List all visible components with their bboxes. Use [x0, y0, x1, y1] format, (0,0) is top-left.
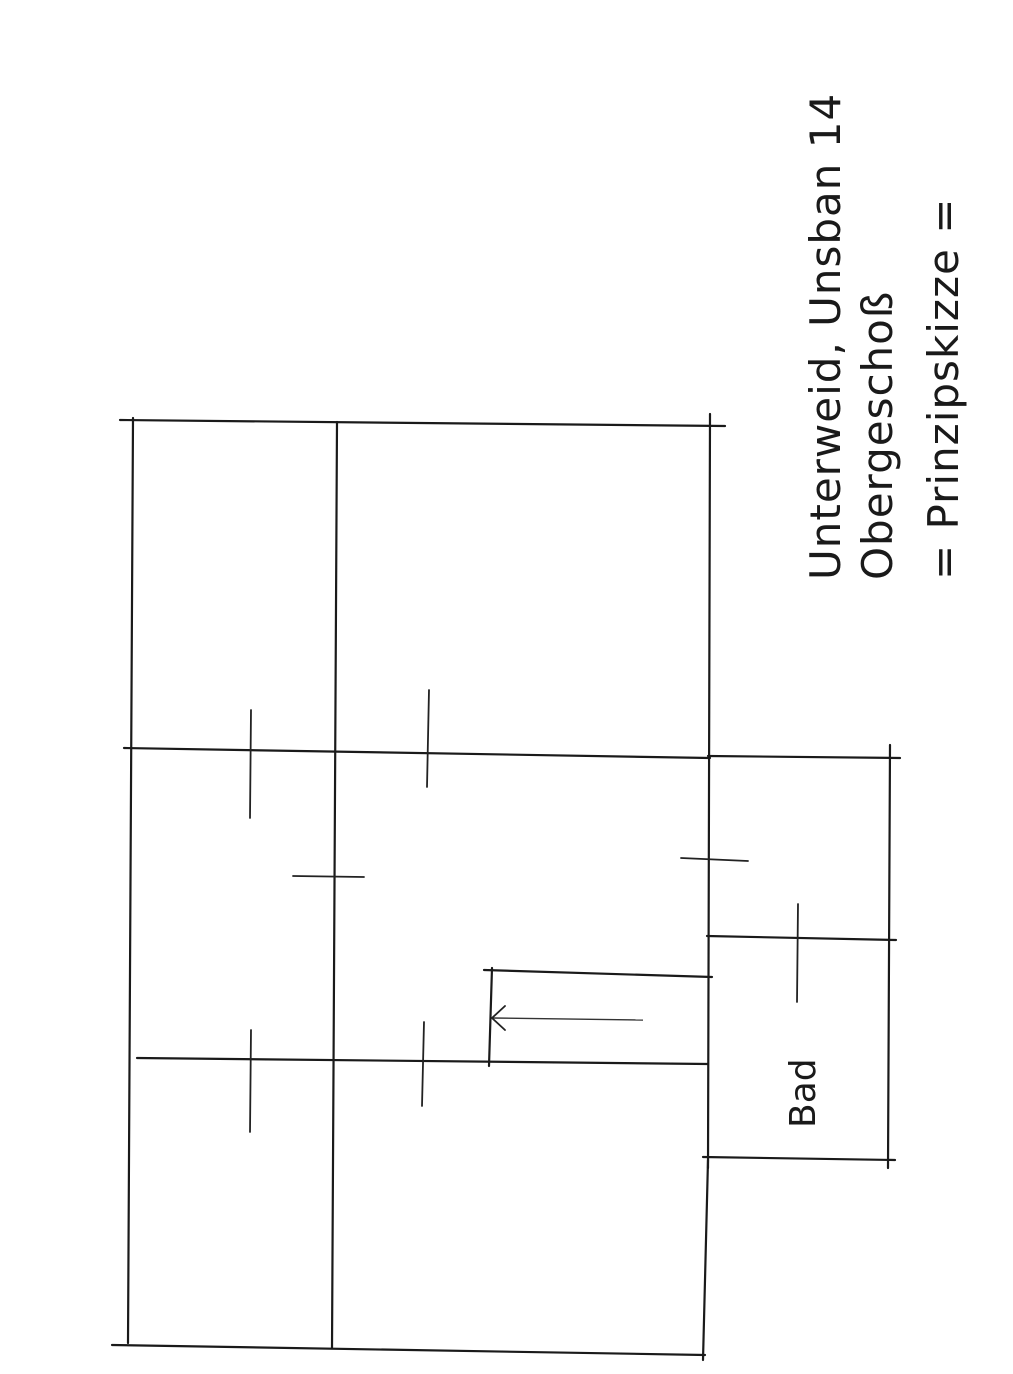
door-mark-7: [421, 1021, 425, 1107]
stair-arrow: [490, 1005, 644, 1031]
annex-wall-middle: [705, 934, 898, 942]
room-label-bath: Bad: [783, 1058, 824, 1128]
door-mark-3: [292, 875, 365, 878]
annex-wall-right: [886, 743, 892, 1170]
title-sketch-type: = Prinzipskizze =: [919, 198, 968, 580]
title-address: Unterweid, Unsban 14: [801, 93, 850, 580]
stair-arrow-head: [490, 1005, 506, 1031]
door-mark-1: [249, 709, 252, 819]
bathroom-annex: [701, 743, 902, 1170]
wall-interior-horizontal-1: [122, 746, 712, 760]
annex-wall-bottom: [701, 1155, 897, 1162]
wall-left: [126, 416, 135, 1345]
door-mark-4: [680, 857, 749, 862]
title-block: Unterweid, Unsban 14 Obergeschoß = Prinz…: [801, 93, 968, 580]
wall-bottom: [110, 1343, 707, 1357]
door-mark-2: [426, 689, 430, 788]
title-floor: Obergeschoß: [853, 291, 902, 580]
wall-right-lower: [701, 1158, 710, 1362]
door-mark-5: [796, 903, 799, 1003]
wall-stair-top: [482, 968, 714, 979]
wall-top: [118, 418, 727, 428]
door-marks: [249, 689, 799, 1133]
wall-right-upper: [706, 412, 712, 1170]
wall-interior-vertical: [330, 420, 339, 1350]
wall-stair-side: [487, 966, 494, 1068]
door-mark-6: [249, 1029, 252, 1133]
stair-arrow-shaft: [491, 1017, 644, 1021]
outer-walls: [110, 412, 727, 1362]
interior-walls: [122, 420, 714, 1350]
annex-wall-top: [706, 754, 902, 760]
